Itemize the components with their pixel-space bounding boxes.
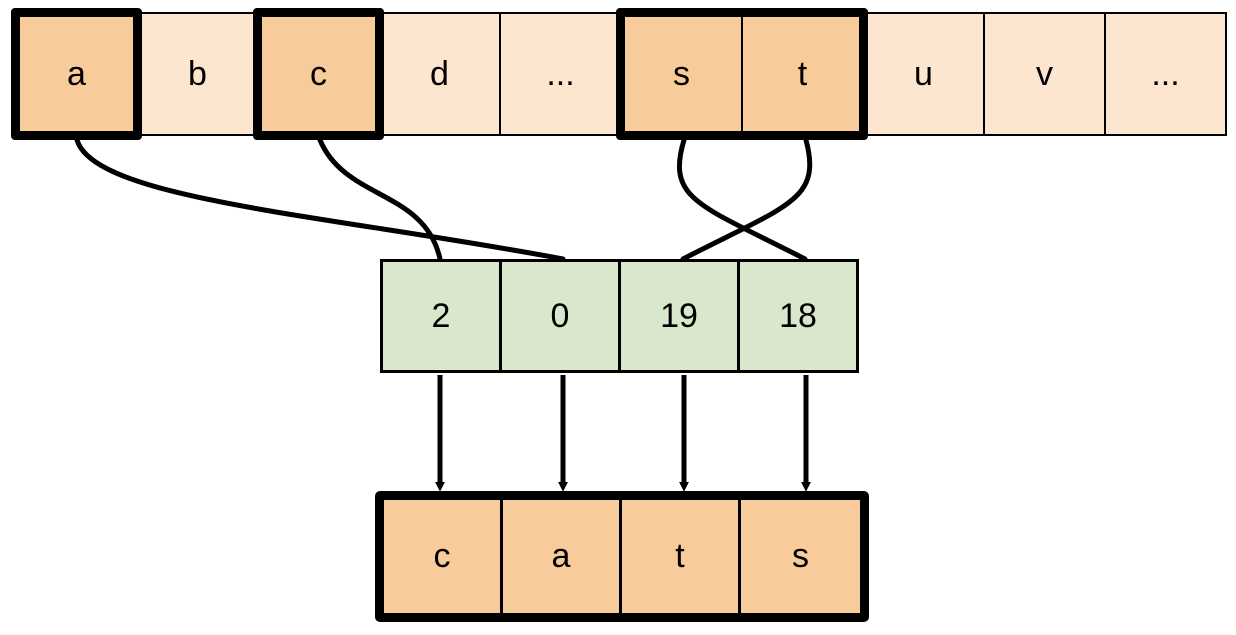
alphabet-cell-d[interactable]: d xyxy=(378,12,501,136)
index-cell-label: 0 xyxy=(550,296,570,335)
curve-s-to-19 xyxy=(677,137,808,262)
curve-a-to-0 xyxy=(74,137,566,262)
alphabet-row: a b c d ... s t u v ... xyxy=(15,12,1227,136)
index-cell-1[interactable]: 0 xyxy=(499,259,621,373)
alphabet-cell-a[interactable]: a xyxy=(15,12,138,136)
output-cell-1[interactable]: a xyxy=(503,500,622,613)
alphabet-cell-v[interactable]: v xyxy=(983,12,1106,136)
alphabet-cell-ellipsis-1[interactable]: ... xyxy=(499,12,622,136)
alphabet-cell-label: t xyxy=(797,55,808,93)
alphabet-cell-label: a xyxy=(67,55,86,93)
output-cell-label: c xyxy=(433,537,451,575)
alphabet-cell-label: s xyxy=(673,55,690,93)
alphabet-cell-t[interactable]: t xyxy=(741,12,864,136)
alphabet-cell-label: v xyxy=(1036,55,1053,93)
alphabet-cell-b[interactable]: b xyxy=(136,12,259,136)
alphabet-cell-label: u xyxy=(914,55,933,93)
alphabet-cell-label: ... xyxy=(1151,55,1180,93)
alphabet-cell-c[interactable]: c xyxy=(257,12,380,136)
alphabet-cell-label: d xyxy=(430,55,449,93)
index-cell-label: 19 xyxy=(660,296,698,335)
output-cell-label: a xyxy=(551,537,571,575)
index-row: 2 0 19 18 xyxy=(380,259,859,373)
index-cell-0[interactable]: 2 xyxy=(380,259,502,373)
index-cell-2[interactable]: 19 xyxy=(618,259,740,373)
curve-c-to-2 xyxy=(317,137,443,262)
alphabet-cell-label: c xyxy=(310,55,327,93)
index-cell-3[interactable]: 18 xyxy=(737,259,859,373)
output-cell-label: s xyxy=(792,537,809,575)
index-cell-label: 18 xyxy=(779,296,817,335)
index-cell-label: 2 xyxy=(431,296,451,335)
output-cell-3[interactable]: s xyxy=(741,500,860,613)
alphabet-cell-u[interactable]: u xyxy=(862,12,985,136)
output-cell-label: t xyxy=(675,537,685,575)
alphabet-cell-label: b xyxy=(188,55,207,93)
output-row: c a t s xyxy=(375,491,869,622)
alphabet-cell-s[interactable]: s xyxy=(620,12,743,136)
curve-t-to-18 xyxy=(680,137,813,262)
alphabet-cell-label: ... xyxy=(546,55,575,93)
alphabet-cell-ellipsis-2[interactable]: ... xyxy=(1104,12,1227,136)
output-cell-0[interactable]: c xyxy=(384,500,503,613)
output-cell-2[interactable]: t xyxy=(622,500,741,613)
